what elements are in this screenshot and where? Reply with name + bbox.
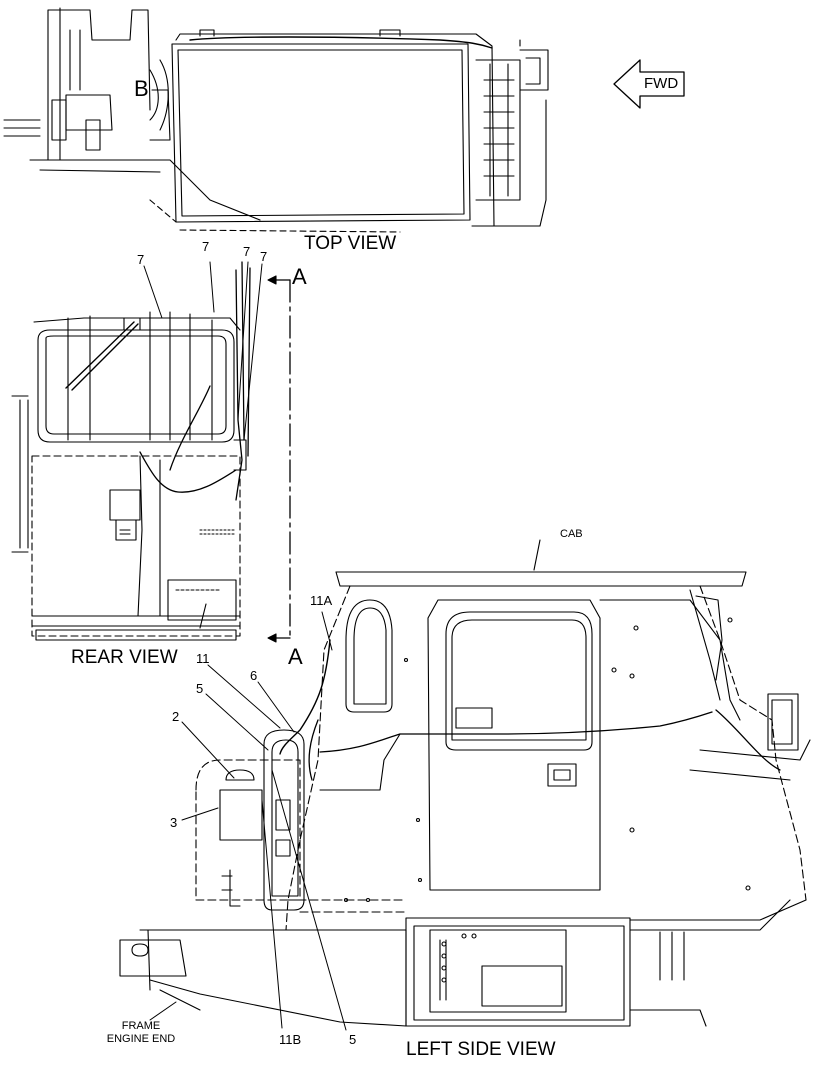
marker-a-bottom: A xyxy=(288,644,303,669)
leader-lines xyxy=(143,261,347,1031)
callout-7-d: 7 xyxy=(260,249,268,264)
callout-11a: 11A xyxy=(310,593,333,608)
section-line-a xyxy=(267,275,291,643)
callout-7-c: 7 xyxy=(243,244,251,259)
frame-label-line2: ENGINE END xyxy=(106,1033,176,1045)
callout-2: 2 xyxy=(172,709,180,724)
callout-3: 3 xyxy=(170,815,178,830)
callout-7-a: 7 xyxy=(137,252,145,267)
rear-view-drawing xyxy=(11,261,251,641)
fwd-arrow xyxy=(613,59,685,109)
marker-a-top: A xyxy=(292,264,307,289)
callout-5-b: 5 xyxy=(349,1032,357,1047)
cab-label: CAB xyxy=(560,528,583,540)
top-view-drawing xyxy=(3,7,549,233)
callout-11b: 11B xyxy=(279,1032,302,1047)
fwd-label: FWD xyxy=(644,75,679,92)
frame-label-line1: FRAME xyxy=(121,1020,161,1032)
callout-5-a: 5 xyxy=(196,681,204,696)
left-side-view-drawing xyxy=(119,539,811,1027)
frame-engine-end-label: FRAME ENGINE END xyxy=(96,1020,186,1046)
callout-11: 11 xyxy=(196,651,210,666)
left-side-view-label: LEFT SIDE VIEW xyxy=(406,1039,556,1060)
rear-view-label: REAR VIEW xyxy=(71,647,178,668)
callout-6: 6 xyxy=(250,668,258,683)
marker-b: B xyxy=(134,76,149,101)
callout-7-b: 7 xyxy=(202,239,210,254)
top-view-label: TOP VIEW xyxy=(304,233,397,254)
